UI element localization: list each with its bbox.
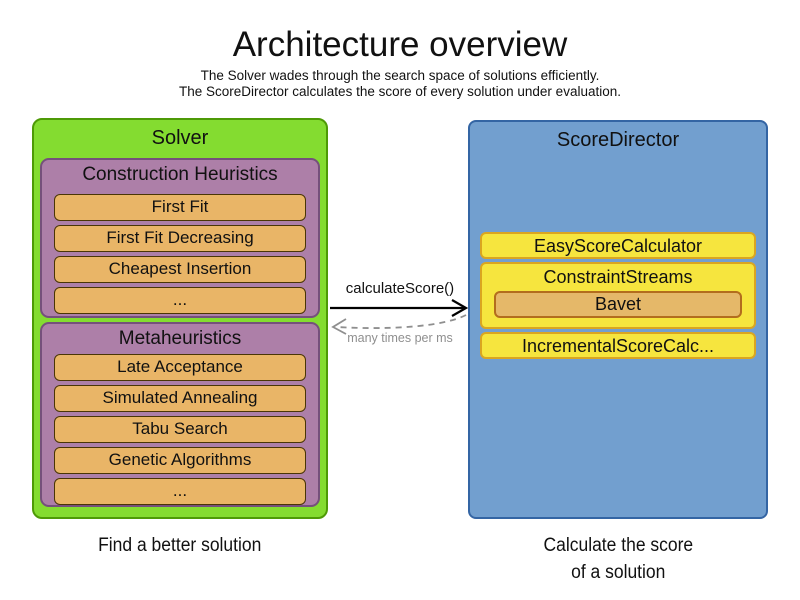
construction-heuristics-group: Construction Heuristics First Fit First … [40, 158, 320, 318]
incremental-score-calculator-box: IncrementalScoreCalc... [480, 332, 756, 359]
constraint-streams-label: ConstraintStreams [543, 267, 693, 287]
score-director-caption-line1: Calculate the score [543, 535, 693, 556]
item-late-acceptance: Late Acceptance [54, 354, 306, 381]
score-director-caption-line2: of a solution [570, 562, 666, 583]
score-director-caption: Calculate the score of a solution [468, 532, 768, 586]
solver-caption: Find a better solution [32, 532, 328, 559]
item-genetic-algorithms: Genetic Algorithms [54, 447, 306, 474]
item-cheapest-insertion: Cheapest Insertion [54, 256, 306, 283]
constraint-streams-box: ConstraintStreams Bavet [480, 262, 756, 329]
calculate-score-arrow [330, 299, 469, 317]
easy-score-calculator-box: EasyScoreCalculator [480, 232, 756, 259]
solver-box: Solver Construction Heuristics First Fit… [32, 118, 328, 519]
return-arrow [331, 314, 467, 335]
solver-caption-text: Find a better solution [98, 535, 262, 556]
metaheuristics-group: Metaheuristics Late Acceptance Simulated… [40, 322, 320, 507]
item-first-fit-decreasing: First Fit Decreasing [54, 225, 306, 252]
calculate-score-label: calculateScore() [345, 280, 455, 297]
return-arrow-label: many times per ms [347, 331, 453, 345]
metaheuristics-label: Metaheuristics [118, 328, 242, 349]
subtitle-line-1: The Solver wades through the search spac… [200, 68, 600, 83]
subtitle-line-2: The ScoreDirector calculates the score o… [179, 84, 621, 99]
page-title: Architecture overview [232, 25, 568, 64]
item-construction-ellipsis: ... [54, 287, 306, 314]
item-simulated-annealing: Simulated Annealing [54, 385, 306, 412]
score-director-label: ScoreDirector [556, 129, 680, 151]
bavet-box: Bavet [494, 291, 742, 318]
item-first-fit: First Fit [54, 194, 306, 221]
construction-heuristics-label: Construction Heuristics [82, 164, 278, 185]
solver-label: Solver [151, 127, 209, 149]
item-metaheuristics-ellipsis: ... [54, 478, 306, 505]
item-tabu-search: Tabu Search [54, 416, 306, 443]
arrows-graphic [330, 299, 469, 335]
score-director-box: ScoreDirector EasyScoreCalculator Constr… [468, 120, 768, 519]
